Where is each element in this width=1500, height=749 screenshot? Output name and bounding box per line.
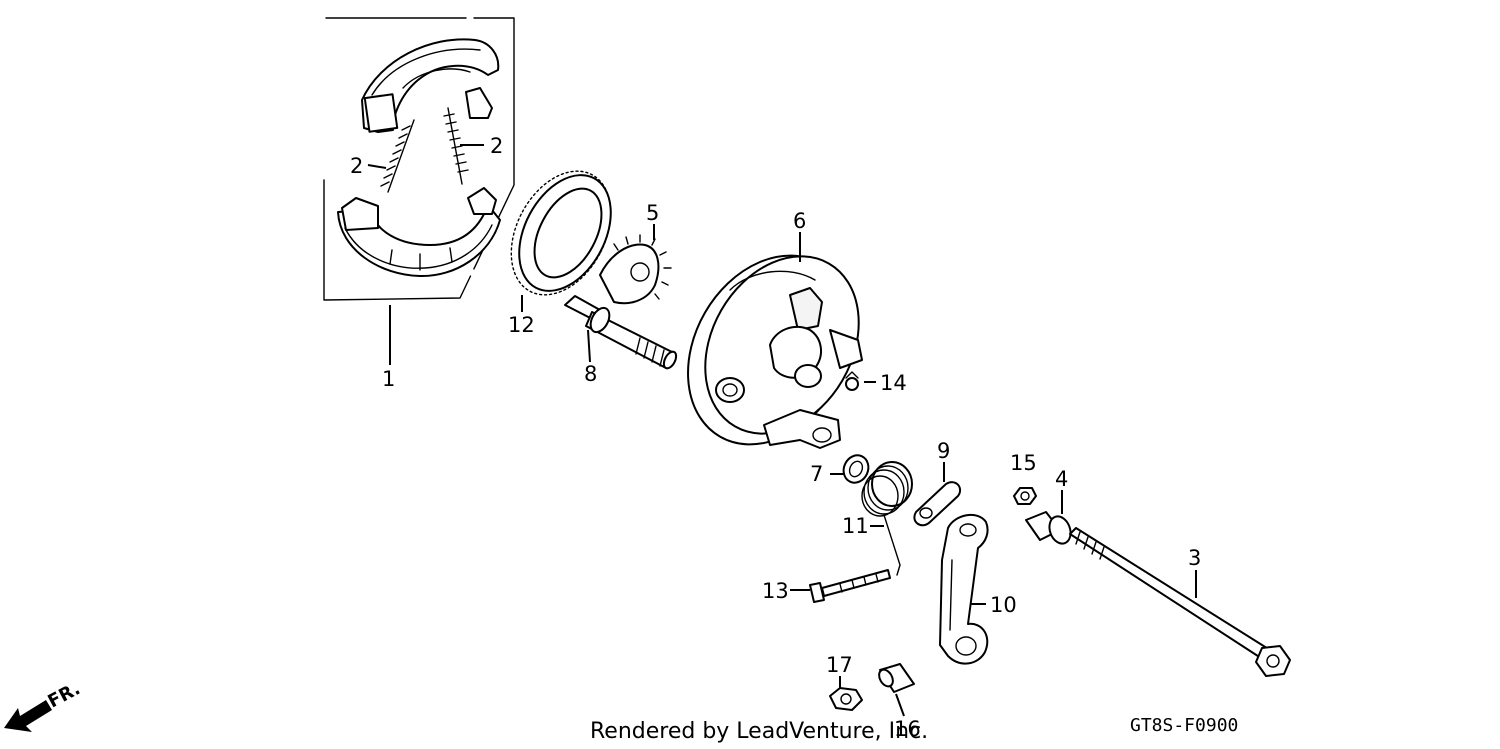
seal	[510, 170, 612, 296]
callout-7: 7	[810, 462, 823, 486]
callout-2-left: 2	[350, 154, 363, 178]
joint-piece	[878, 663, 915, 693]
collar	[1025, 511, 1072, 545]
brake-cam-shaft	[564, 295, 678, 370]
front-direction-indicator: FR.	[4, 678, 84, 732]
brake-arm	[939, 513, 989, 665]
callout-12: 12	[508, 313, 535, 337]
callout-4: 4	[1055, 467, 1068, 491]
return-spring	[861, 461, 913, 576]
credit-text: Rendered by LeadVenture, Inc.	[590, 719, 928, 744]
callout-16: 16	[894, 717, 921, 741]
callout-14: 14	[880, 371, 907, 395]
indicator-plate	[913, 481, 962, 527]
callout-1: 1	[382, 367, 395, 391]
nut	[1013, 487, 1037, 505]
callout-6: 6	[793, 209, 806, 233]
front-label: FR.	[44, 678, 83, 712]
washer	[842, 454, 870, 484]
callout-15: 15	[1010, 451, 1037, 475]
flange-bolt	[809, 569, 891, 603]
callout-labels: 1 2 2 3 4 5 6 7 8 9 10 11 12 13 14 15 16…	[350, 134, 1201, 741]
front-arrow-icon	[4, 700, 52, 732]
axle-bolt	[1069, 527, 1291, 677]
small-bolt	[845, 371, 859, 391]
indicator-gear	[599, 234, 672, 305]
leader-lines	[367, 144, 1197, 717]
callout-13: 13	[762, 579, 789, 603]
callout-17: 17	[826, 653, 853, 677]
callout-2-right: 2	[490, 134, 503, 158]
callout-10: 10	[990, 593, 1017, 617]
callout-3: 3	[1188, 546, 1201, 570]
brake-shoe-set	[323, 17, 515, 301]
callout-11: 11	[842, 514, 869, 538]
diagram-code: GT8S-F0900	[1130, 715, 1238, 736]
brake-panel	[687, 254, 863, 449]
callout-5: 5	[646, 201, 659, 225]
callout-9: 9	[937, 439, 950, 463]
callout-8: 8	[584, 362, 597, 386]
lock-nut	[829, 687, 863, 711]
